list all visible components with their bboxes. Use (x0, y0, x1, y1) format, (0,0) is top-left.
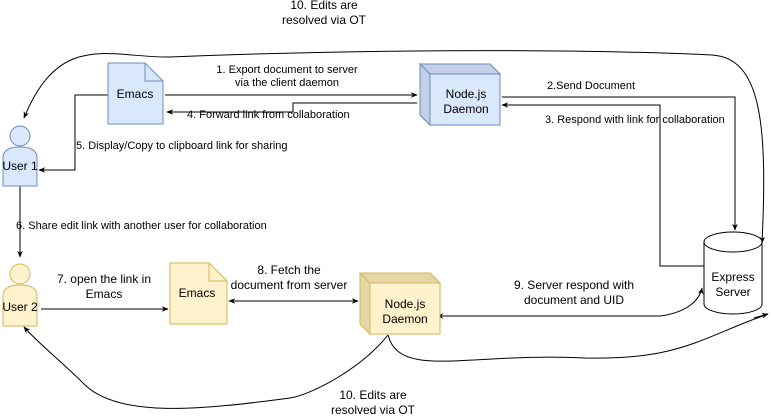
daemon2-cube: Node.js Daemon (358, 271, 442, 336)
user1-actor: User 1 (2, 125, 38, 187)
daemon1-label-line1: Node.js (446, 87, 487, 101)
edge-7-label-line2: Emacs (86, 287, 123, 301)
edge-6-label: 6. Share edit link with another user for… (16, 220, 267, 232)
edge-3-label: 3. Respond with link for collaboration (545, 114, 725, 126)
edge-1-label-line2: via the client daemon (235, 77, 339, 89)
edge-3-respond (501, 102, 704, 267)
user1-label: User 1 (2, 159, 38, 173)
emacs1-document: Emacs (107, 62, 164, 125)
edges (20, 50, 769, 409)
edge-9-label-line2: document and UID (524, 293, 624, 307)
edge-9-label-line1: 9. Server respond with (514, 278, 634, 292)
emacs2-document: Emacs (169, 262, 228, 325)
edge-10-bottom-head (753, 313, 769, 319)
server-label-line2: Server (715, 285, 750, 299)
daemon1-cube: Node.js Daemon (418, 62, 502, 127)
edge-10-bottom-label-line1: 10. Edits are (339, 388, 407, 402)
daemon2-label-line2: Daemon (382, 312, 427, 326)
daemon1-label-line2: Daemon (443, 102, 488, 116)
edge-10-top (23, 50, 766, 244)
edge-8-label-line1: 8. Fetch the (257, 263, 321, 277)
edge-10-bottom (24, 313, 769, 409)
emacs2-label: Emacs (179, 286, 216, 300)
user2-label: User 2 (2, 300, 38, 314)
edge-8-label-line2: document from server (231, 278, 348, 292)
edge-1-label-line1: 1. Export document to server (216, 64, 358, 76)
server-label-line1: Express (711, 270, 754, 284)
edge-5-display (38, 94, 108, 173)
edge-4-forward (166, 102, 417, 115)
edge-labels: 10. Edits are resolved via OT 1. Export … (16, 0, 725, 417)
edge-9-respond (436, 287, 704, 319)
daemon2-label-line1: Node.js (385, 297, 426, 311)
express-server-cylinder: Express Server (703, 231, 763, 315)
edge-4-label: 4. Forward link from collaboration (187, 109, 350, 121)
edge-2-label: 2.Send Document (547, 80, 635, 92)
user2-actor: User 2 (2, 263, 38, 327)
edge-10-top-label-line2: resolved via OT (282, 13, 367, 27)
edge-10-bottom-label-line2: resolved via OT (331, 403, 416, 417)
emacs1-label: Emacs (117, 87, 154, 101)
edge-5-label: 5. Display/Copy to clipboard link for sh… (76, 140, 288, 152)
edge-10-top-label-line1: 10. Edits are (290, 0, 358, 12)
edge-2-send (502, 96, 738, 231)
edge-7-label-line1: 7. open the link in (57, 272, 151, 286)
